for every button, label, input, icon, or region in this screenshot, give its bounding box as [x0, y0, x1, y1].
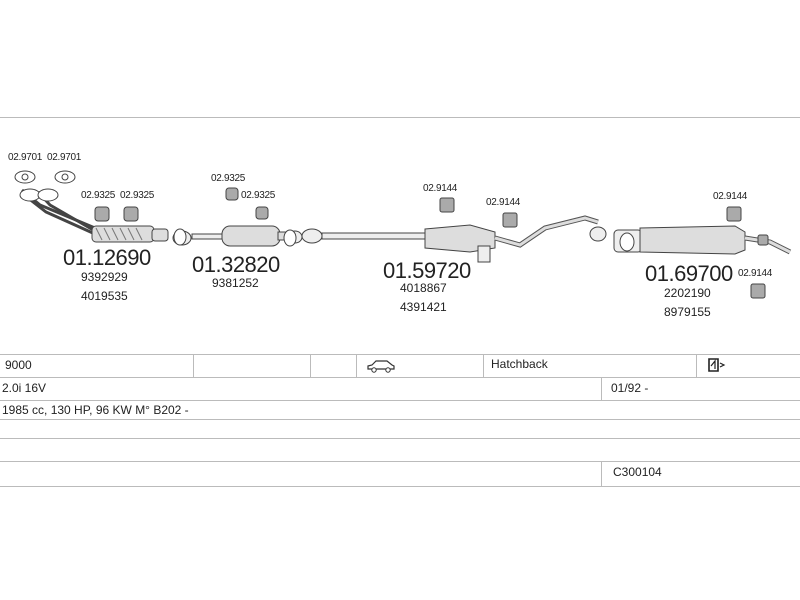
table-border — [0, 419, 800, 420]
date-cell: 01/92 - — [611, 381, 649, 395]
table-border — [0, 400, 800, 401]
clamp-label: 02.9325 — [81, 190, 116, 201]
top-border — [0, 117, 800, 118]
table-border — [0, 354, 800, 355]
oe-number: 2202190 — [664, 286, 711, 300]
table-divider — [696, 354, 697, 377]
table-divider — [483, 354, 484, 377]
part-number: 01.12690 — [63, 245, 151, 270]
clamp-label: 02.9144 — [486, 197, 521, 208]
table-border — [0, 486, 800, 487]
gasket-icon — [14, 170, 76, 202]
table-divider — [310, 354, 311, 377]
oe-number: 4018867 — [400, 281, 447, 295]
clamp-label: 02.9325 — [241, 190, 276, 201]
spec-cell: 1985 cc, 130 HP, 96 KW M° B202 - — [2, 403, 189, 417]
clamp-label: 02.9144 — [713, 191, 748, 202]
table-border — [0, 461, 800, 462]
code-cell: C300104 — [613, 465, 662, 479]
clamp-label: 02.9701 — [47, 152, 82, 163]
part-number: 01.59720 — [383, 258, 471, 283]
car-icon — [366, 359, 396, 378]
oe-number: 4391421 — [400, 300, 447, 314]
part-number: 01.32820 — [192, 252, 280, 277]
clamp-label: 02.9144 — [423, 183, 458, 194]
clamp-label: 02.9325 — [211, 173, 246, 184]
clamp-label: 02.9701 — [8, 152, 43, 163]
table-divider — [193, 354, 194, 377]
pipe-clamp-icon — [173, 228, 769, 252]
clamp-label: 02.9325 — [120, 190, 155, 201]
clamp-label: 02.9144 — [738, 268, 773, 279]
door-count-icon — [706, 357, 726, 378]
center-silencer-part — [301, 215, 607, 263]
oe-number: 4019535 — [81, 289, 128, 303]
oe-number: 8979155 — [664, 305, 711, 319]
table-divider — [601, 377, 602, 400]
oe-number: 9392929 — [81, 270, 128, 284]
table-border — [0, 377, 800, 378]
engine-cell: 2.0i 16V — [2, 381, 47, 395]
oe-number: 9381252 — [212, 276, 259, 290]
model-cell: 9000 — [5, 358, 32, 372]
body-type-cell: Hatchback — [491, 357, 548, 371]
table-divider — [356, 354, 357, 377]
clamp-icon — [94, 187, 766, 299]
table-divider — [601, 461, 602, 486]
part-number: 01.69700 — [645, 261, 733, 286]
table-border — [0, 438, 800, 439]
